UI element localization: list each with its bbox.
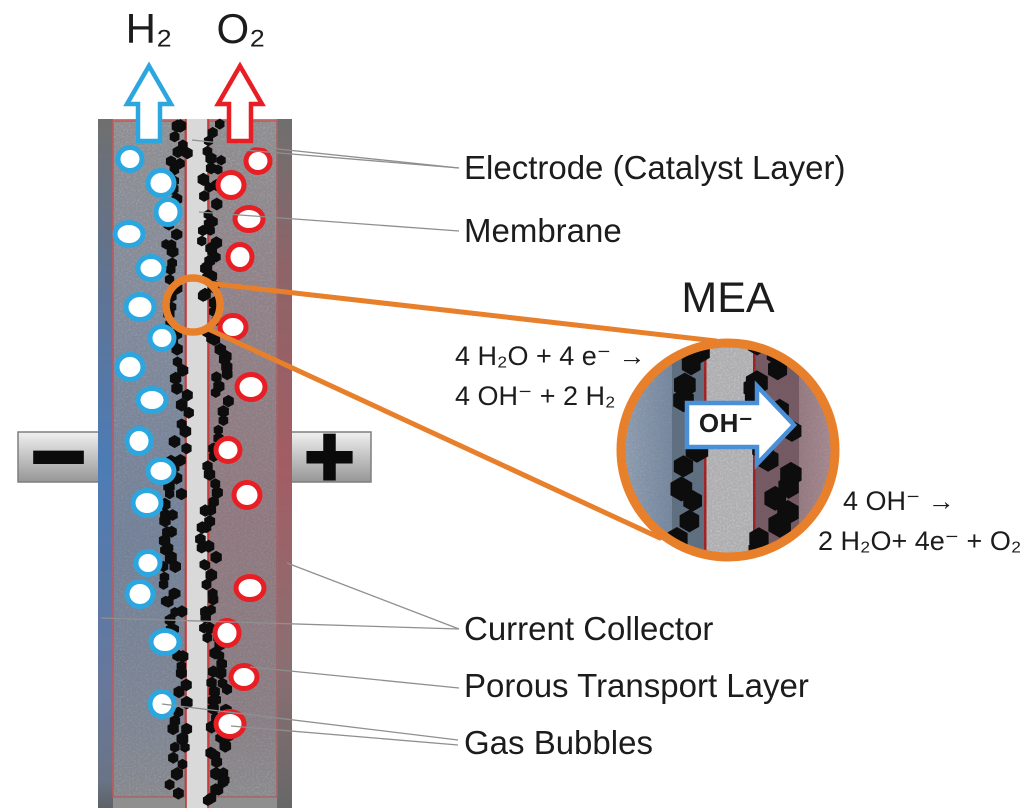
oxygen-gas-label: O₂	[216, 5, 266, 52]
gas-bubble	[133, 549, 163, 577]
gas-bubbles-label: Gas Bubbles	[464, 724, 653, 761]
gas-bubble	[112, 220, 146, 248]
negative-terminal-sign: −	[29, 402, 87, 511]
gas-bubble	[232, 205, 266, 233]
gas-bubble	[233, 574, 267, 602]
gas-bubble	[145, 457, 177, 485]
leader-lines	[100, 139, 460, 746]
h2-arrow-icon	[123, 61, 175, 144]
membrane-label: Membrane	[464, 212, 622, 249]
hydrogen-gas-label: H₂	[125, 5, 173, 52]
gas-bubble	[231, 480, 263, 510]
cathode-reaction-line2: 4 OH⁻ + 2 H₂	[455, 381, 616, 411]
gas-bubble	[130, 488, 164, 518]
electrode-label: Electrode (Catalyst Layer)	[464, 149, 846, 186]
cathode-reaction-line1: 4 H₂O + 4 e⁻ →	[455, 341, 646, 371]
positive-terminal	[288, 431, 372, 483]
current-collector-left	[98, 119, 113, 808]
gas-bubble	[123, 292, 157, 322]
oh-arrow-icon	[684, 380, 798, 470]
porous-transport-layer-label: Porous Transport Layer	[464, 667, 809, 704]
mea-circle-outline	[616, 338, 840, 562]
gas-bubble	[225, 242, 255, 272]
gas-bubble	[212, 618, 242, 648]
zoom-tangent-bottom	[203, 325, 663, 541]
gas-bubble	[145, 168, 177, 198]
gas-bubbles-oxygen	[212, 147, 273, 739]
gas-bubble	[215, 170, 247, 200]
anode-reaction-line1: 4 OH⁻ →	[843, 486, 955, 516]
zoom-indicator	[162, 274, 719, 541]
gas-bubble	[243, 147, 273, 175]
negative-terminal	[17, 431, 101, 483]
gas-bubble	[135, 254, 167, 282]
gas-bubble	[213, 709, 247, 739]
mea-inset	[616, 338, 840, 562]
gas-bubble	[147, 324, 177, 352]
gas-bubble	[115, 145, 145, 173]
anode-reaction-line2: 2 H₂O+ 4e⁻ + O₂	[818, 526, 1022, 556]
gas-bubble	[213, 436, 243, 464]
oh-ion-label: OH⁻	[698, 408, 754, 438]
gas-bubbles-hydrogen	[112, 145, 183, 719]
positive-terminal-sign: +	[303, 407, 356, 506]
zoom-circle	[162, 274, 224, 336]
gas-bubble	[148, 628, 182, 656]
gas-bubble	[153, 197, 183, 227]
o2-arrow-icon	[214, 61, 266, 144]
current-collector-label: Current Collector	[464, 610, 714, 647]
gas-bubble	[114, 352, 146, 382]
zoom-tangent-top	[204, 280, 719, 344]
gas-bubble	[234, 372, 268, 402]
gas-bubble	[124, 426, 154, 456]
gas-bubble	[124, 579, 156, 609]
gas-bubble	[135, 386, 169, 414]
mea-title: MEA	[681, 274, 775, 322]
gas-bubble	[228, 663, 260, 691]
